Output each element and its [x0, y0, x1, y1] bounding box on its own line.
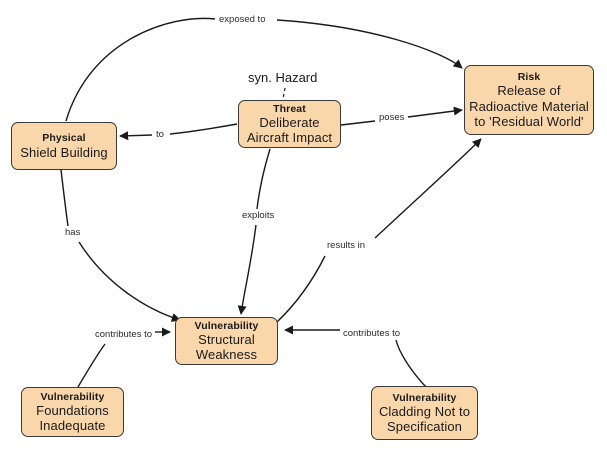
- node-risk-release-of-radioactive-material[interactable]: Risk Release of Radioactive Material to …: [464, 65, 594, 135]
- edge-contributes-foundations-a: [77, 343, 106, 388]
- node-vulnerability-structural-weakness[interactable]: Vulnerability Structural Weakness: [175, 317, 278, 365]
- edge-has-b: [78, 241, 181, 322]
- node-name-line: Inadequate: [39, 418, 106, 434]
- node-name-line: Specification: [386, 419, 462, 435]
- edge-label-to: to: [154, 129, 166, 141]
- node-name-line: Shield Building: [20, 144, 108, 160]
- edge-label-poses: poses: [377, 112, 407, 124]
- node-vulnerability-foundations-inadequate[interactable]: Vulnerability Foundations Inadequate: [21, 387, 124, 437]
- edge-label-exposed-to: exposed to: [217, 14, 268, 26]
- node-name-line: Foundations: [36, 403, 109, 418]
- edge-exploits-a: [256, 148, 271, 210]
- edge-results-in-b: [374, 138, 482, 239]
- node-name-line: Cladding Not to: [378, 404, 471, 419]
- edge-has-a: [60, 169, 69, 227]
- edge-label-has: has: [63, 227, 83, 239]
- edge-results-in-a: [276, 255, 326, 323]
- node-type-label: Vulnerability: [392, 391, 457, 404]
- node-threat-deliberate-aircraft-impact[interactable]: Threat Deliberate Aircraft Impact: [238, 100, 341, 148]
- node-name-line: Aircraft Impact: [246, 130, 333, 146]
- edge-label-results-in: results in: [325, 240, 368, 252]
- node-name-line: to 'Residual World': [474, 113, 584, 129]
- note-syn-hazard: syn. Hazard: [248, 70, 318, 85]
- node-name-line: Radioactive Material: [469, 98, 589, 114]
- edge-poses-a: [340, 120, 376, 126]
- node-type-label: Threat: [273, 102, 306, 115]
- node-type-label: Risk: [517, 71, 541, 84]
- node-type-label: Physical: [42, 132, 86, 145]
- note-tether-syn-hazard: [282, 87, 286, 100]
- edge-exploits-b: [237, 224, 257, 315]
- edge-to-a: [169, 123, 238, 135]
- node-physical-shield-building[interactable]: Physical Shield Building: [11, 122, 117, 170]
- node-type-label: Vulnerability: [194, 319, 259, 332]
- edge-contributes-cladding-a: [395, 339, 427, 388]
- edge-to-b: [119, 131, 153, 141]
- node-name-line: Weakness: [195, 347, 258, 363]
- node-name-line: Deliberate: [259, 115, 320, 131]
- node-type-label: Vulnerability: [40, 390, 105, 403]
- node-name-line: Release of: [497, 83, 561, 99]
- edge-label-contributes-to-foundations: contributes to: [93, 329, 155, 341]
- edge-exposed-to: [65, 17, 216, 122]
- node-vulnerability-cladding-not-to-specification[interactable]: Vulnerability Cladding Not to Specificat…: [371, 386, 478, 440]
- edge-label-exploits: exploits: [240, 210, 277, 222]
- node-name-line: Structural: [198, 332, 255, 348]
- edge-poses-b: [407, 106, 463, 118]
- edge-exposed-to-2: [276, 19, 463, 69]
- edge-label-contributes-to-cladding: contributes to: [341, 328, 403, 340]
